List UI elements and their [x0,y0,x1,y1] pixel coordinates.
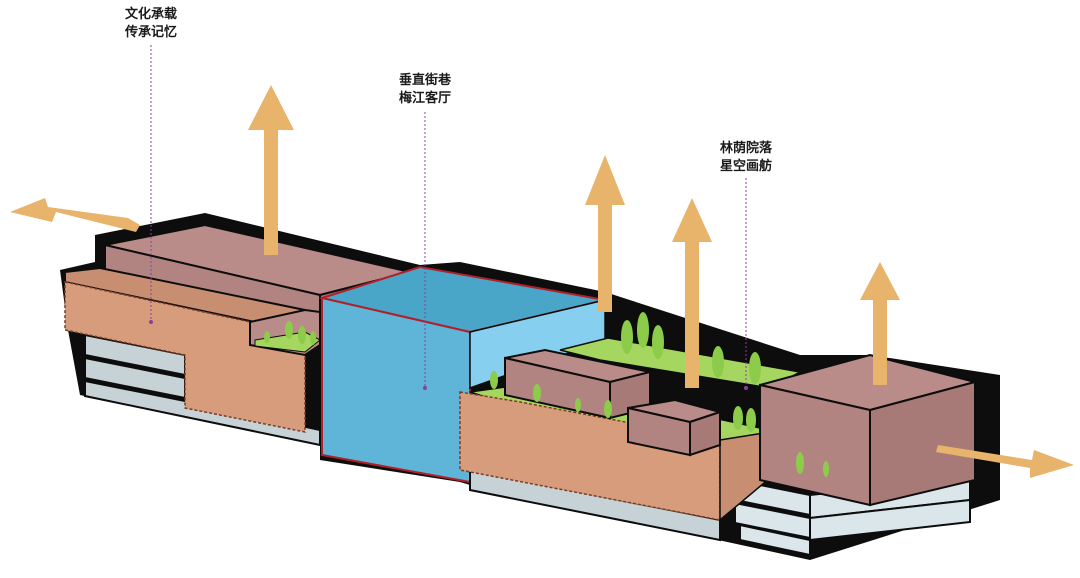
arrow-up-right-2 [860,262,900,385]
right-tall-block [759,353,979,507]
arrow-up-center [585,155,625,312]
arrow-right-out [936,445,1074,478]
flow-arrows [10,85,1074,478]
leader-endpoints [149,320,748,390]
glass-cube [318,265,606,484]
arrow-up-left-roof [248,85,294,255]
annotation-street: 垂直街巷 梅江客厅 [395,72,455,108]
annotation-street-line2: 梅江客厅 [398,91,451,106]
annotation-culture-line1: 文化承载 [124,7,177,22]
arrow-up-right-1 [672,198,712,388]
left-terrace-trees [264,321,316,345]
annotation-culture: 文化承载 传承记忆 [121,6,181,42]
right-mauve-blocks [504,348,724,457]
annotation-courtyard: 林荫院落 星空画舫 [716,140,776,176]
right-terracotta-volume [459,391,771,522]
annotation-culture-line2: 传承记忆 [124,25,177,40]
right-lawn-trees [490,312,829,477]
left-terracotta-volume [64,266,321,433]
annotation-courtyard-line1: 林荫院落 [719,141,772,156]
leader-lines [150,45,747,388]
arrow-left-out [10,198,140,232]
annotation-street-line1: 垂直街巷 [398,73,451,88]
annotation-courtyard-line2: 星空画舫 [719,159,772,174]
